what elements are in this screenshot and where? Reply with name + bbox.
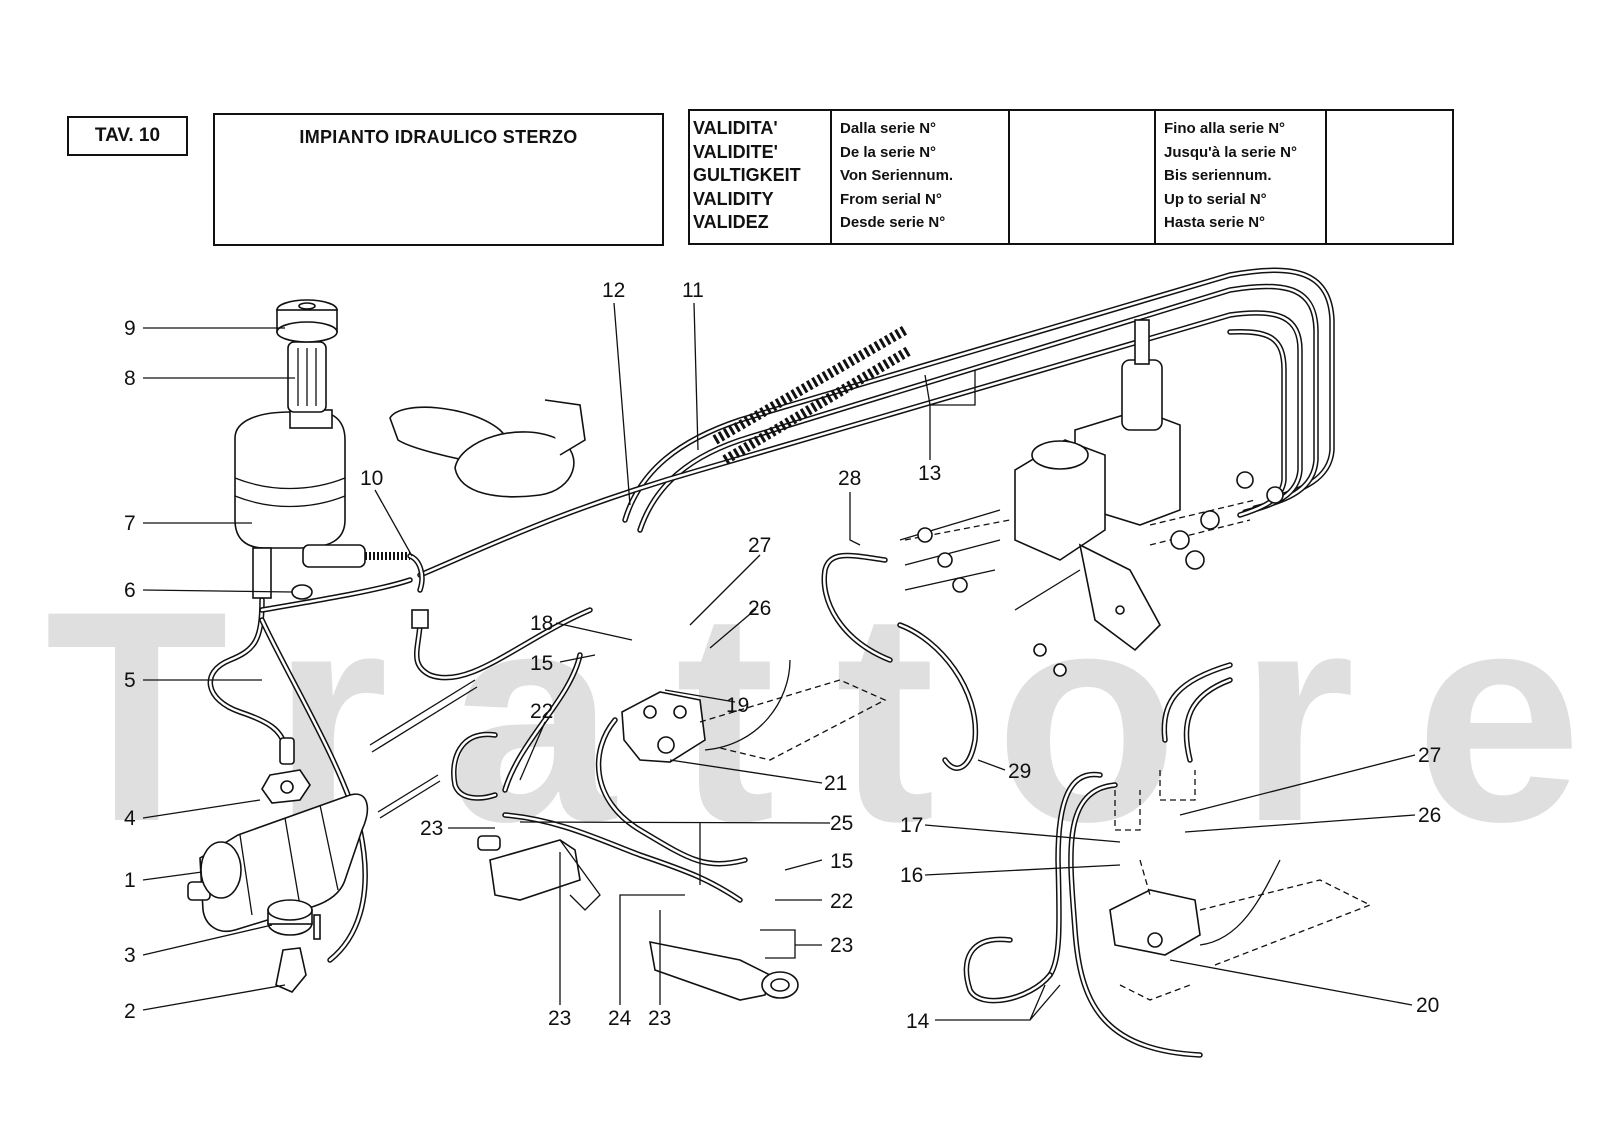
callout-18: 18 bbox=[530, 612, 553, 635]
callout-10: 10 bbox=[360, 467, 383, 490]
callout-28: 28 bbox=[838, 467, 861, 490]
callout-4: 4 bbox=[124, 807, 136, 830]
validity-labels-column: VALIDITA' VALIDITE' GULTIGKEIT VALIDITY … bbox=[690, 111, 832, 243]
callout-24: 24 bbox=[608, 1007, 632, 1030]
steering-pipe-bundle bbox=[417, 267, 1335, 578]
left-steering-cylinder bbox=[477, 835, 601, 911]
callout-12: 12 bbox=[602, 279, 625, 302]
pump-flange bbox=[261, 737, 311, 804]
plate-number-box: TAV. 10 bbox=[67, 116, 188, 156]
callout-1: 1 bbox=[124, 869, 136, 892]
to-serial-fr: Jusqu'à la serie N° bbox=[1164, 143, 1297, 161]
pump-support bbox=[267, 899, 321, 940]
validity-label-en: VALIDITY bbox=[693, 188, 774, 209]
right-pipes-14 bbox=[963, 662, 1233, 1058]
callout-3: 3 bbox=[124, 944, 136, 967]
right-steering-cylinder bbox=[649, 940, 799, 1001]
from-serial-column: Dalla serie N° De la serie N° Von Serien… bbox=[832, 111, 1010, 243]
callout-26-right: 26 bbox=[1418, 804, 1441, 827]
callout-23-right: 23 bbox=[830, 934, 853, 957]
diagram-title: IMPIANTO IDRAULICO STERZO bbox=[299, 127, 578, 147]
callout-25: 25 bbox=[830, 812, 853, 835]
to-serial-column: Fino alla serie N° Jusqu'à la serie N° B… bbox=[1156, 111, 1327, 243]
callout-19: 19 bbox=[726, 694, 749, 717]
validity-label-de: GULTIGKEIT bbox=[693, 165, 801, 185]
callout-21: 21 bbox=[824, 772, 847, 795]
from-serial-value bbox=[1010, 111, 1156, 243]
callout-5: 5 bbox=[124, 669, 136, 692]
from-serial-it: Dalla serie N° bbox=[840, 120, 937, 137]
pump-bolts bbox=[369, 679, 478, 819]
callout-29: 29 bbox=[1008, 760, 1031, 783]
hose-clamp bbox=[291, 584, 313, 600]
callout-14: 14 bbox=[906, 1010, 930, 1033]
from-serial-de: Von Seriennum. bbox=[840, 167, 954, 184]
callout-9: 9 bbox=[124, 317, 136, 340]
steering-unit-fittings bbox=[899, 471, 1284, 677]
from-serial-en: From serial N° bbox=[840, 190, 942, 208]
leader-lines bbox=[142, 302, 1416, 1021]
filler-cap bbox=[276, 299, 338, 343]
right-distributor-valve bbox=[1109, 859, 1372, 1001]
to-serial-de: Bis seriennum. bbox=[1164, 167, 1272, 184]
callout-23-bottom-b: 23 bbox=[648, 1007, 671, 1030]
callout-26-left: 26 bbox=[748, 597, 771, 620]
callout-15-top: 15 bbox=[530, 652, 553, 675]
from-serial-fr: De la serie N° bbox=[840, 143, 937, 161]
callout-22-bottom: 22 bbox=[830, 890, 853, 913]
pipe-bracket-clamps bbox=[389, 399, 586, 498]
central-distributor-valve bbox=[621, 659, 887, 763]
callout-16: 16 bbox=[900, 864, 923, 887]
reservoir-return-pipe bbox=[407, 553, 593, 681]
callout-23-left: 23 bbox=[420, 817, 443, 840]
to-serial-en: Up to serial N° bbox=[1164, 190, 1267, 208]
plate-number: TAV. 10 bbox=[94, 125, 161, 146]
to-serial-it: Fino alla serie N° bbox=[1164, 120, 1286, 137]
callout-22-top: 22 bbox=[530, 700, 553, 723]
elbow-fitting bbox=[275, 947, 307, 993]
callout-20: 20 bbox=[1416, 994, 1439, 1017]
callout-2: 2 bbox=[124, 1000, 136, 1023]
steering-unit bbox=[1014, 319, 1181, 652]
pipe-28 bbox=[821, 552, 893, 663]
callout-11: 11 bbox=[682, 279, 704, 302]
pipe-29 bbox=[897, 622, 979, 771]
from-serial-es: Desde serie N° bbox=[840, 214, 946, 231]
validity-label-es: VALIDEZ bbox=[693, 212, 769, 232]
validity-label-it: VALIDITA' bbox=[693, 118, 778, 138]
callout-23-bottom-a: 23 bbox=[548, 1007, 571, 1030]
callout-17: 17 bbox=[900, 814, 923, 837]
oil-reservoir bbox=[234, 409, 410, 599]
callout-8: 8 bbox=[124, 367, 136, 390]
callout-7: 7 bbox=[124, 512, 136, 535]
cylinder-pipes bbox=[451, 652, 748, 903]
hydraulic-pump bbox=[187, 793, 369, 932]
callout-numbers: 9 8 7 6 5 4 1 3 2 10 12 11 13 28 27 26 1… bbox=[124, 279, 1441, 1033]
callout-15-bottom: 15 bbox=[830, 850, 853, 873]
filter-element bbox=[287, 341, 327, 413]
callout-27-left: 27 bbox=[748, 534, 771, 557]
callout-6: 6 bbox=[124, 579, 136, 602]
callout-27-right: 27 bbox=[1418, 744, 1441, 767]
to-serial-es: Hasta serie N° bbox=[1164, 214, 1266, 231]
validity-label-fr: VALIDITE' bbox=[693, 141, 778, 162]
validity-table: VALIDITA' VALIDITE' GULTIGKEIT VALIDITY … bbox=[688, 109, 1454, 245]
callout-13: 13 bbox=[918, 462, 941, 485]
title-box: IMPIANTO IDRAULICO STERZO bbox=[213, 113, 664, 246]
